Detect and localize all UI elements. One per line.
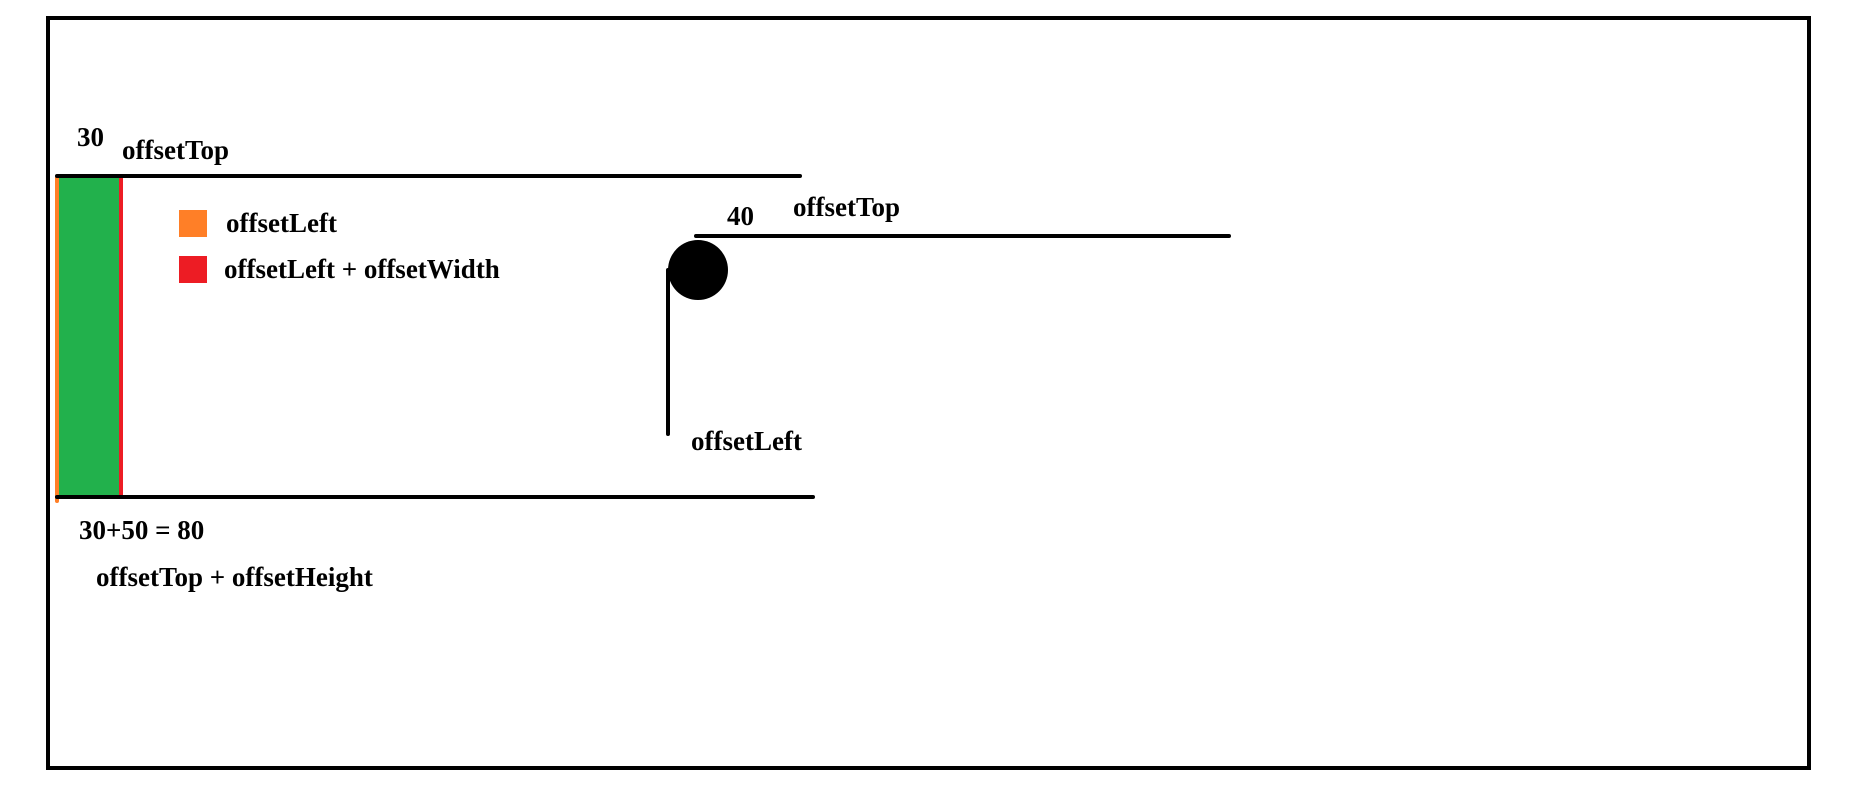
legend-red-swatch bbox=[179, 256, 207, 283]
second-left-label: offsetLeft bbox=[691, 426, 802, 456]
orange-left-edge-line bbox=[55, 176, 59, 503]
legend-orange-label: offsetLeft bbox=[226, 208, 337, 238]
legend-orange-swatch bbox=[179, 210, 207, 237]
first-bottom-label: offsetTop + offsetHeight bbox=[96, 562, 373, 592]
top-line-second bbox=[694, 234, 1231, 238]
legend-red-label: offsetLeft + offsetWidth bbox=[224, 254, 500, 284]
first-top-value: 30 bbox=[77, 122, 104, 152]
red-right-edge-line bbox=[119, 176, 123, 497]
second-top-label: offsetTop bbox=[793, 192, 901, 222]
top-line-first bbox=[55, 174, 802, 178]
black-dot bbox=[668, 240, 728, 300]
first-top-label: offsetTop bbox=[122, 135, 230, 165]
outer-frame bbox=[46, 16, 1811, 770]
second-top-value: 40 bbox=[727, 201, 754, 231]
bottom-line-first bbox=[55, 495, 815, 499]
left-line-second bbox=[666, 268, 670, 436]
green-element-box bbox=[57, 178, 120, 497]
first-bottom-value: 30+50 = 80 bbox=[79, 515, 205, 545]
